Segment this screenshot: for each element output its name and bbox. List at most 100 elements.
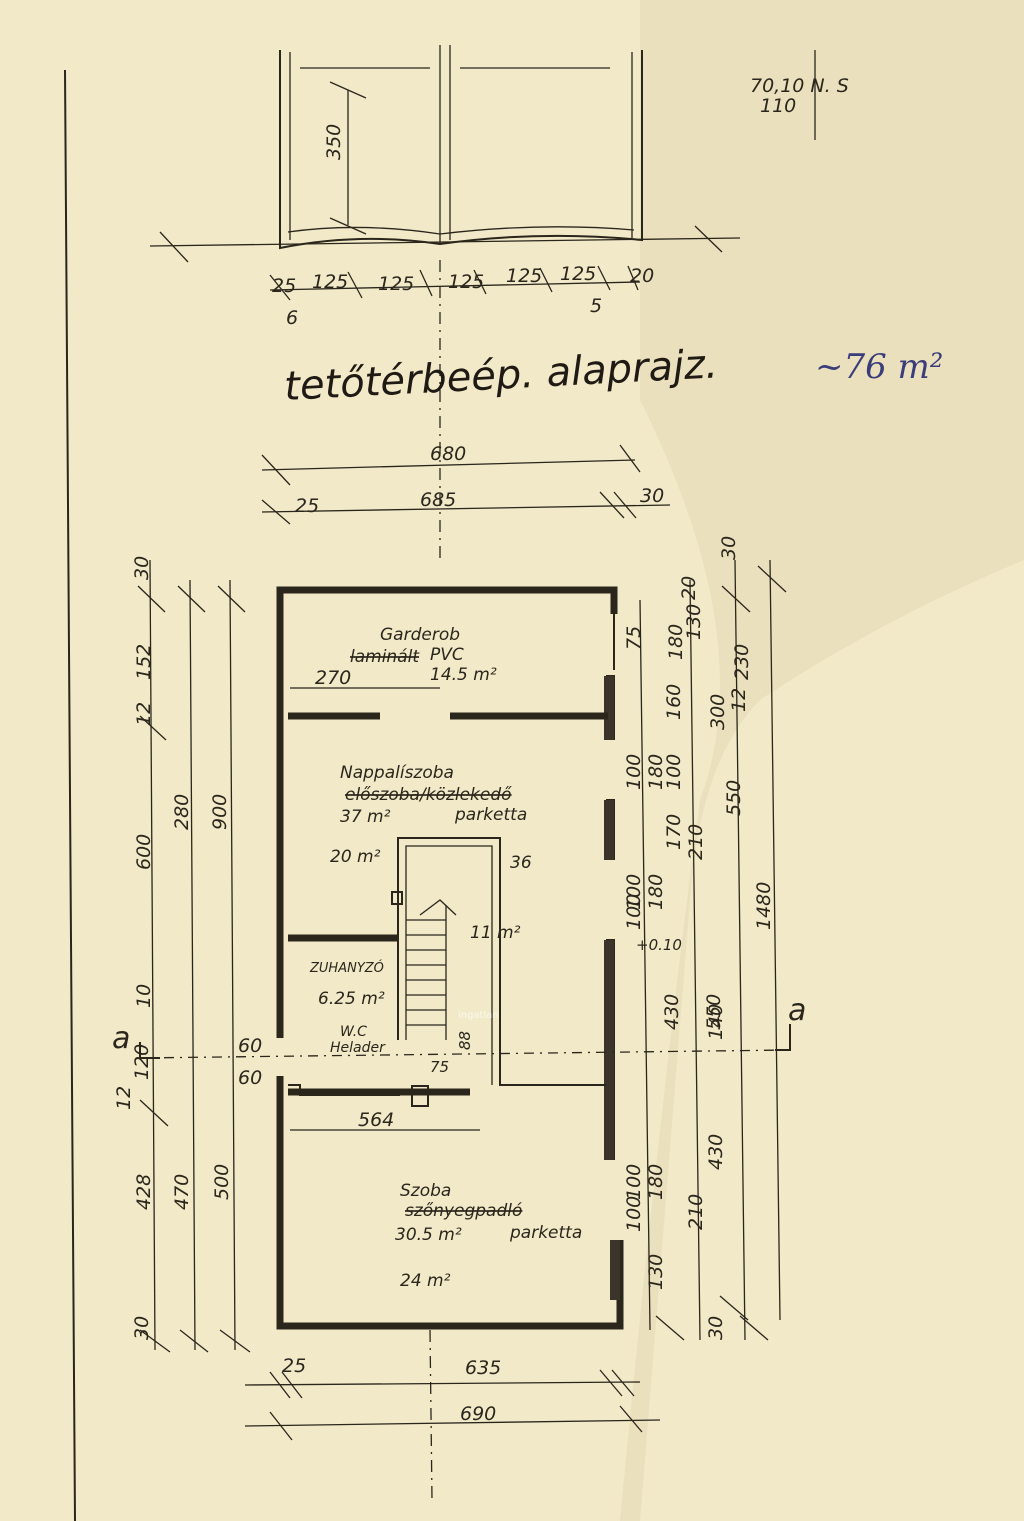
top-dim-1: 25: [272, 275, 296, 297]
left-a-0: 30: [131, 556, 153, 580]
right-a-8: 100: [623, 894, 645, 930]
right-dimension-lines: [639, 559, 787, 1341]
section-mark-left: a: [112, 1021, 130, 1056]
right-c-2: 12: [728, 688, 750, 712]
top-part-3: 30: [640, 485, 664, 507]
right-a-3: 180: [665, 624, 687, 660]
room-zuhanyzo-name: ZUHANYZÓ: [309, 960, 384, 976]
right-b-2: 170: [663, 814, 685, 850]
top-dim-3: 125: [378, 273, 414, 295]
top-dim-7: 20: [630, 265, 654, 287]
left-a-5: 120: [131, 1044, 153, 1080]
stair-area: 11 m²: [470, 923, 521, 943]
room-nappali-extra: 20 m²: [330, 847, 381, 867]
top-dim-2: 125: [312, 271, 348, 293]
top-dim-9: 5: [590, 295, 602, 317]
right-c-1: 300: [707, 694, 729, 730]
right-a-10: 140: [705, 1004, 727, 1040]
left-c-0: 900: [209, 794, 231, 830]
room-wc-extra: Helader: [330, 1040, 386, 1056]
left-a-8: 30: [131, 1316, 153, 1340]
right-a-4: 100: [623, 754, 645, 790]
room-szoba-sub-struck: szőnyegpadló: [405, 1201, 522, 1221]
top-dim-8: 6: [286, 307, 298, 329]
left-dimension-lines: [137, 559, 251, 1353]
top-part-1: 25: [295, 495, 319, 517]
right-c-3: 550: [723, 780, 745, 816]
right-c-top: 30: [718, 536, 740, 560]
right-c-6: 30: [705, 1316, 727, 1340]
left-a-6: 12: [113, 1086, 135, 1110]
room-wc-name: W.C: [340, 1024, 367, 1040]
right-a-5: 180: [645, 754, 667, 790]
overall-top-dims: [261, 444, 671, 525]
section-mark-right: a: [788, 993, 806, 1028]
door-dim-2: 60: [238, 1067, 262, 1089]
top-part-2: 685: [420, 489, 456, 511]
stair-landing-dim: 564: [358, 1109, 394, 1131]
overall-bottom-dim: 690: [460, 1403, 496, 1425]
left-c-1: 500: [211, 1164, 233, 1200]
right-c-4: 550: [703, 994, 725, 1030]
garderob-width-dim: 270: [315, 667, 351, 689]
left-a-2: 12: [133, 702, 155, 726]
right-b-1: 160: [663, 684, 685, 720]
top-dim-4: 125: [448, 271, 484, 293]
room-garderob-floor: PVC: [430, 645, 464, 665]
right-c-0: 230: [731, 644, 753, 680]
left-b-0: 280: [171, 794, 193, 830]
room-garderob-floor-struck: laminált: [350, 647, 420, 667]
right-a-2: 75: [623, 626, 645, 650]
top-dim-5: 125: [506, 265, 542, 287]
top-dimension-chain: [269, 265, 641, 301]
left-a-1: 152: [133, 644, 155, 680]
right-a-11: 100: [623, 1164, 645, 1200]
room-nappali-sub-struck: előszoba/közlekedő: [345, 785, 512, 805]
right-a-14: 130: [645, 1254, 667, 1290]
room-nappali-floor: parketta: [454, 805, 527, 825]
room-zuhanyzo-area: 6.25 m²: [318, 989, 385, 1009]
bottom-part-2: 635: [465, 1357, 501, 1379]
right-total: 1480: [753, 882, 775, 930]
total-area: ~76 m²: [815, 347, 943, 387]
room-szoba-extra: 24 m²: [400, 1271, 451, 1291]
sheet-border-line: [64, 69, 76, 1521]
room-nappali-area: 37 m²: [340, 807, 391, 827]
door-dim-3: 75: [430, 1058, 449, 1076]
right-a-9: 430: [661, 994, 683, 1030]
main-plan-walls: [276, 586, 624, 1330]
room-garderob-area: 14.5 m²: [430, 665, 497, 685]
right-c-5: 430: [705, 1134, 727, 1170]
top-dim-6: 125: [560, 263, 596, 285]
corner-note-1: 70,10 N. S: [750, 75, 849, 97]
room-szoba-floor: parketta: [509, 1223, 582, 1243]
corner-note-2: 110: [760, 95, 796, 117]
stair-height: 36: [510, 853, 532, 873]
paper-shadow: [620, 0, 1024, 1521]
room-garderob-name: Garderob: [380, 625, 460, 645]
right-a-7: 180: [645, 874, 667, 910]
overall-top-dim: 680: [430, 443, 466, 465]
bottom-dimension-lines: [244, 1329, 661, 1501]
right-a-13: 100: [623, 1196, 645, 1232]
right-small: +0.10: [636, 936, 682, 954]
right-a-12: 180: [645, 1164, 667, 1200]
right-b-4: 210: [685, 1194, 707, 1230]
watermark-text: ingatlan: [458, 1010, 499, 1021]
left-b-1: 470: [171, 1174, 193, 1210]
room-szoba-area: 30.5 m²: [395, 1225, 462, 1245]
balcony-plan: [149, 45, 741, 560]
door-dim-1: 60: [238, 1035, 262, 1057]
door-dim-4: 88: [456, 1031, 474, 1050]
balcony-height-dim: 350: [323, 124, 345, 160]
right-b-0: 130: [683, 604, 705, 640]
right-b-5: 210: [685, 824, 707, 860]
left-a-4: 10: [133, 984, 155, 1008]
room-nappali-name: Nappalíszoba: [340, 763, 454, 783]
bottom-part-1: 25: [282, 1355, 306, 1377]
left-a-7: 428: [133, 1174, 155, 1210]
right-a-1: 20: [678, 576, 700, 600]
right-a-6: 100: [623, 874, 645, 910]
